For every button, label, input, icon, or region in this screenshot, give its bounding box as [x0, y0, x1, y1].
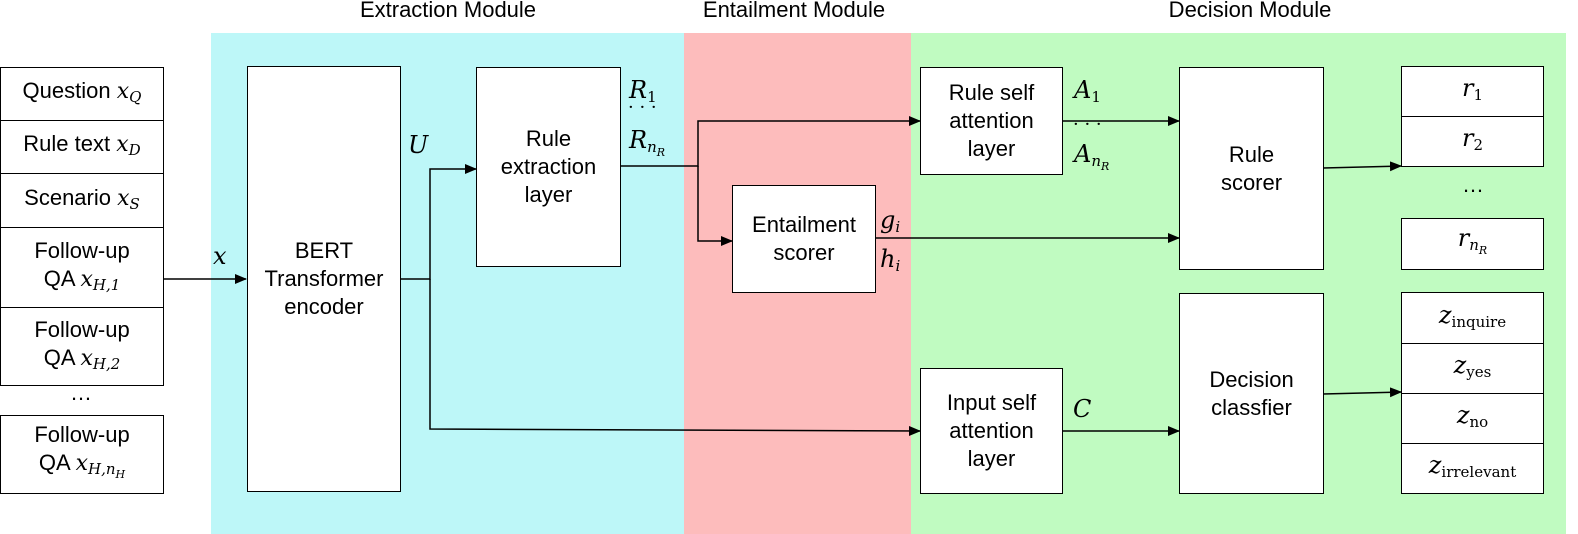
question-input-box: Question xQ: [0, 67, 164, 121]
followup-n-line1: Follow-up: [34, 421, 130, 447]
rule-extraction-layer-box: Rule extraction layer: [476, 67, 621, 267]
bert-encoder-box: BERT Transformer encoder: [247, 66, 401, 492]
output-z-irrelevant-sub: irrelevant: [1441, 463, 1517, 481]
rule-self-attention-label: Rule self attention layer: [948, 80, 1035, 161]
label-R-dots: · · ·: [628, 97, 657, 118]
rule-text-sub: D: [128, 141, 141, 159]
output-z-inquire-box: zinquire: [1401, 292, 1544, 344]
label-h: hi: [880, 245, 901, 275]
output-z-no-var: z: [1456, 401, 1470, 429]
question-var: x: [116, 79, 130, 104]
rule-text-input-box: Rule text xD: [0, 120, 164, 174]
followup-2-var: x: [80, 345, 93, 371]
followup-1-sub: H,1: [92, 275, 121, 294]
followup-2-line2: QA: [43, 344, 75, 370]
output-z-yes-var: z: [1453, 351, 1467, 379]
inputs-ellipsis: …: [70, 380, 92, 405]
bert-encoder-label: BERT Transformer encoder: [264, 238, 384, 319]
label-x: x: [213, 242, 227, 270]
output-r1-var: r: [1461, 74, 1474, 102]
output-z-inquire-var: z: [1438, 300, 1452, 329]
scenario-sub: S: [129, 194, 140, 213]
label-U: U: [408, 131, 429, 159]
question-sub: Q: [129, 88, 142, 106]
decision-module-title: Decision Module: [1168, 0, 1332, 22]
followup-2-line1: Follow-up: [34, 316, 130, 342]
followup-1-line1: Follow-up: [34, 237, 130, 263]
label-g: gi: [880, 206, 901, 236]
rule-scorer-box: Rule scorer: [1179, 67, 1324, 270]
rule-scorer-label: Rule scorer: [1220, 141, 1283, 195]
entailment-scorer-box: Entailment scorer: [732, 185, 876, 293]
input-self-attention-label: Input self attention layer: [946, 390, 1037, 471]
output-rn-var: r: [1457, 223, 1470, 252]
scenario-label: Scenario: [24, 184, 111, 210]
decision-classifier-box: Decision classfier: [1179, 293, 1324, 494]
label-Rn: RnR: [629, 126, 666, 159]
followup-n-var: x: [75, 450, 88, 476]
question-label: Question: [22, 78, 111, 103]
rule-text-label: Rule text: [23, 131, 111, 156]
output-z-inquire-sub: inquire: [1451, 312, 1507, 331]
followup-n-line2: QA: [38, 449, 70, 475]
output-rn-box: rnR: [1401, 218, 1544, 270]
scenario-var: x: [117, 185, 130, 211]
extraction-module-title: Extraction Module: [359, 0, 537, 22]
followup-1-line2: QA: [43, 265, 75, 291]
r-outputs-ellipsis: …: [1462, 172, 1484, 197]
output-r2-var: r: [1461, 124, 1474, 152]
output-z-no-sub: no: [1469, 413, 1489, 431]
followup-n-sub: H,nH: [88, 459, 126, 481]
output-r1-sub: 1: [1473, 86, 1484, 104]
label-A-dots: · · ·: [1073, 114, 1102, 135]
output-r1-box: r1: [1401, 66, 1544, 117]
label-R1: R1: [629, 76, 657, 106]
rule-extraction-label: Rule extraction layer: [500, 126, 597, 207]
rule-text-var: x: [116, 132, 129, 157]
output-z-no-box: zno: [1401, 393, 1544, 444]
label-A1: A1: [1074, 76, 1101, 106]
output-z-yes-box: zyes: [1401, 343, 1544, 394]
output-z-yes-sub: yes: [1466, 363, 1492, 381]
entailment-scorer-label: Entailment scorer: [752, 212, 856, 265]
output-z-irrelevant-var: z: [1428, 451, 1442, 479]
scenario-input-box: Scenario xS: [0, 173, 164, 228]
entailment-module-title: Entailment Module: [702, 0, 886, 22]
followup-2-sub: H,2: [92, 354, 121, 373]
followup-1-var: x: [80, 266, 93, 292]
output-z-irrelevant-box: zirrelevant: [1401, 443, 1544, 494]
label-C: C: [1073, 395, 1092, 423]
label-An: AnR: [1074, 140, 1110, 173]
rule-self-attention-box: Rule self attention layer: [920, 67, 1063, 175]
output-r2-box: r2: [1401, 116, 1544, 167]
output-r2-sub: 2: [1473, 136, 1484, 154]
input-self-attention-box: Input self attention layer: [920, 368, 1063, 494]
decision-classifier-label: Decision classfier: [1209, 366, 1294, 420]
